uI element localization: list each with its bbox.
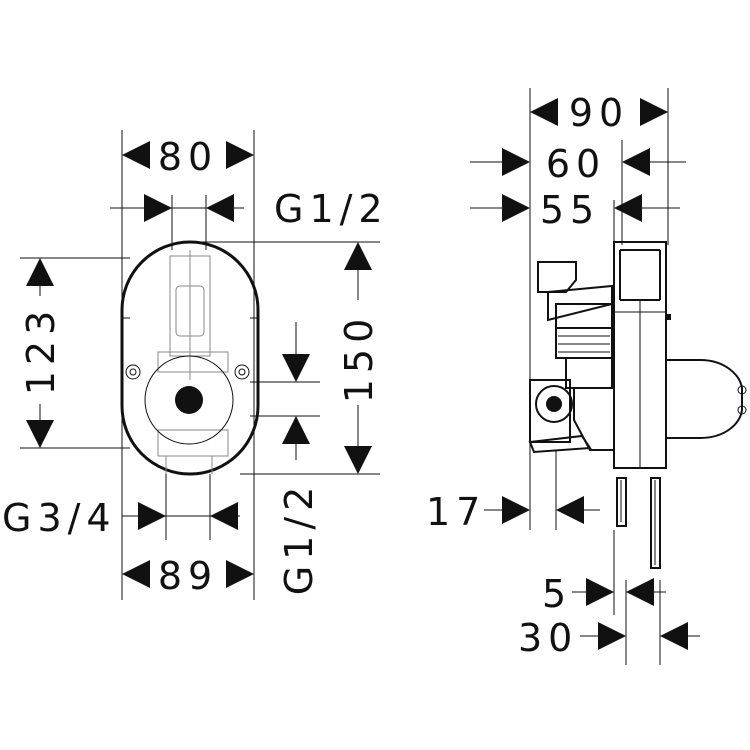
front-view: 80 G1/2 123 150 [2,130,389,600]
dim-17-label: 17 [426,490,486,534]
dim-80-label: 80 [158,135,218,179]
valve-internals [144,250,234,474]
dim-60-label: 60 [546,142,606,186]
dim-123-label: 123 [19,305,63,396]
dim-g12-right: G1/2 [277,322,321,595]
dim-g12-top: G1/2 [110,187,389,231]
spindle-hole [175,386,203,414]
valve-body-side [528,261,615,454]
mounting-screw-left [125,364,141,380]
dim-30: 30 [518,616,700,660]
dim-89: 89 [122,554,254,598]
dim-g12-right-label: G1/2 [277,481,321,596]
pipe-stubs [616,477,661,569]
dim-90: 90 [530,91,668,135]
dim-55-label: 55 [540,188,600,232]
dim-30-label: 30 [518,616,578,660]
mounting-screw-right [234,364,250,380]
rear-dome [666,359,743,439]
dim-5: 5 [542,572,666,616]
dim-90-label: 90 [569,91,629,135]
dim-g12-top-label: G1/2 [274,187,389,231]
dim-17: 17 [426,490,600,534]
dim-80: 80 [122,135,254,179]
dim-89-label: 89 [158,554,218,598]
dim-150: 150 [337,242,381,474]
dim-g34: G3/4 [2,496,240,540]
dim-55: 55 [470,188,680,232]
side-view: 90 60 55 17 [426,88,747,665]
dim-5-label: 5 [542,572,572,616]
dim-150-label: 150 [337,313,381,404]
dim-60: 60 [470,142,686,186]
dim-g34-label: G3/4 [2,496,117,540]
dim-123: 123 [19,258,63,448]
